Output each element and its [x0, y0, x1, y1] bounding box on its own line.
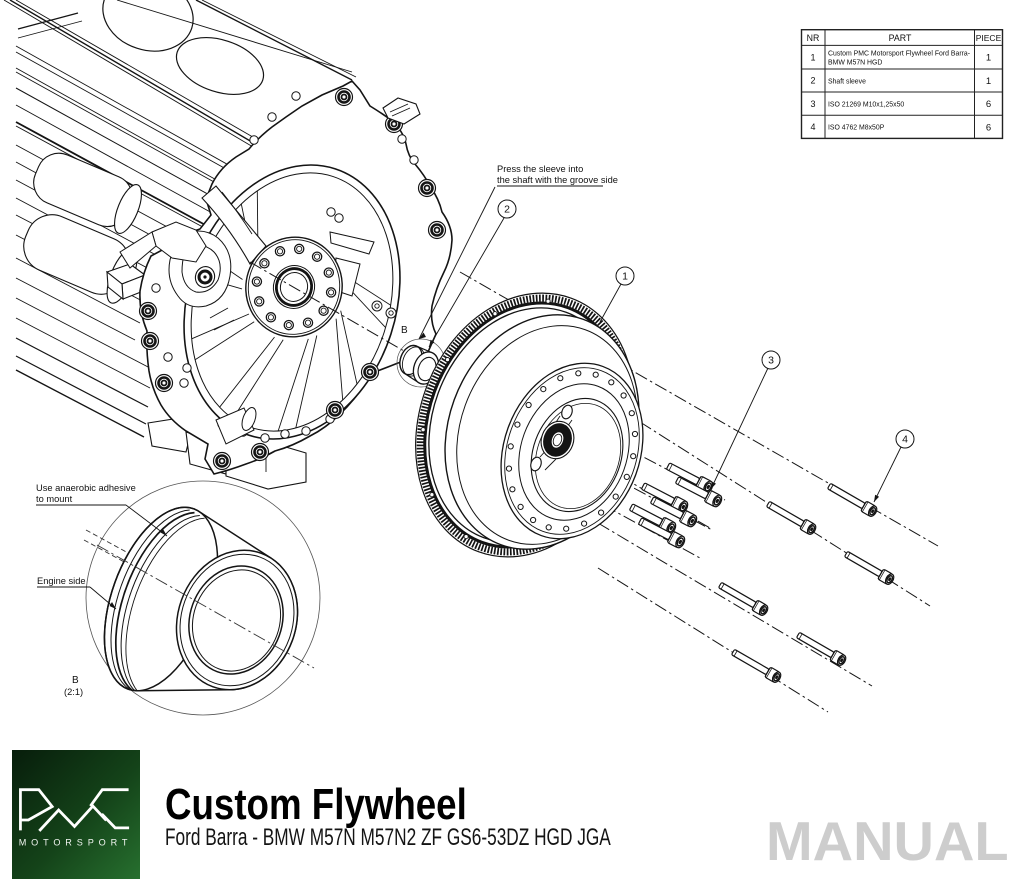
svg-text:1: 1 — [986, 76, 991, 87]
svg-text:1: 1 — [622, 270, 628, 282]
svg-text:3: 3 — [810, 99, 815, 109]
svg-text:ISO 21269 M10x1,25x50: ISO 21269 M10x1,25x50 — [828, 101, 904, 108]
svg-text:6: 6 — [986, 99, 991, 110]
svg-text:4: 4 — [810, 122, 815, 132]
svg-text:the shaft with the groove side: the shaft with the groove side — [497, 175, 618, 185]
svg-text:BMW M57N HGD: BMW M57N HGD — [828, 60, 882, 67]
svg-text:Engine side: Engine side — [37, 576, 86, 586]
svg-text:Use anaerobic adhesive: Use anaerobic adhesive — [36, 483, 136, 493]
svg-text:2: 2 — [810, 76, 815, 86]
svg-text:Shaft sleeve: Shaft sleeve — [828, 78, 866, 85]
svg-text:Custom PMC Motorsport Flywheel: Custom PMC Motorsport Flywheel Ford Barr… — [828, 51, 970, 58]
svg-text:Press the sleeve into: Press the sleeve into — [497, 164, 583, 174]
svg-text:1: 1 — [986, 53, 991, 64]
svg-text:B: B — [401, 325, 408, 336]
svg-text:6: 6 — [986, 122, 991, 133]
svg-text:PART: PART — [889, 33, 912, 43]
svg-text:4: 4 — [902, 433, 908, 445]
svg-text:B: B — [72, 675, 79, 686]
svg-text:(2:1): (2:1) — [64, 687, 83, 697]
svg-text:3: 3 — [768, 354, 774, 366]
svg-text:MOTORSPORT: MOTORSPORT — [19, 837, 133, 847]
svg-text:NR: NR — [807, 33, 820, 43]
svg-text:1: 1 — [810, 52, 815, 62]
svg-text:ISO 4762 M8x50P: ISO 4762 M8x50P — [828, 125, 885, 132]
svg-text:2: 2 — [504, 203, 510, 215]
svg-text:to mount: to mount — [36, 494, 73, 504]
svg-text:PIECE: PIECE — [976, 33, 1002, 43]
